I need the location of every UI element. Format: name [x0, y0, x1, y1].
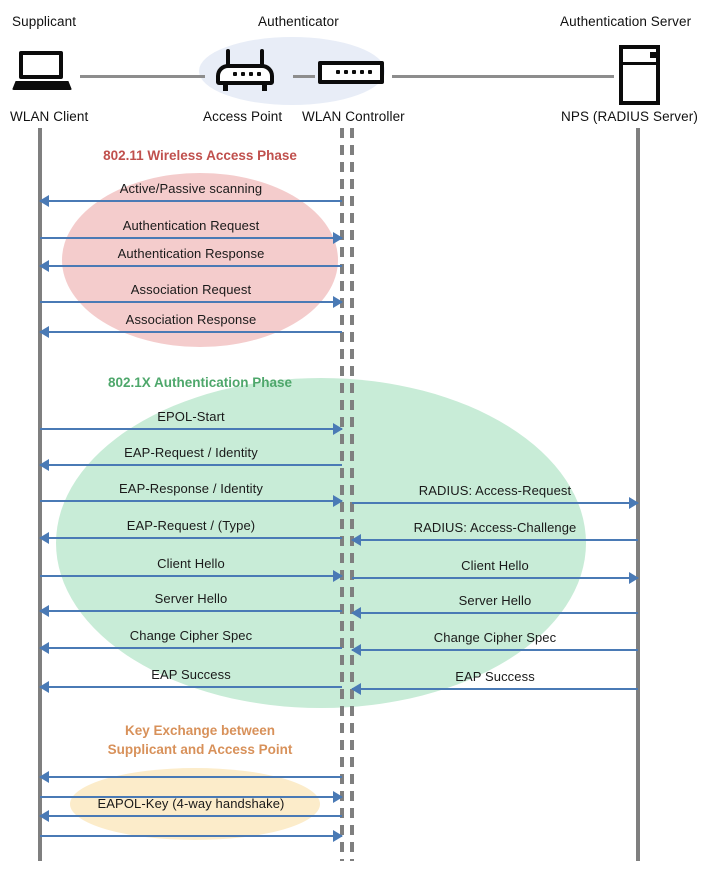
message-label: EPOL-Start: [157, 409, 225, 424]
arrow-shaft: [352, 688, 638, 690]
role-label-auth-server: Authentication Server: [560, 14, 692, 29]
message-label: EAPOL-Key (4-way handshake): [97, 796, 285, 811]
arrow-head-left-icon: [39, 605, 49, 617]
arrow-shaft: [40, 815, 342, 817]
arrow-head-right-icon: [333, 232, 343, 244]
wireless-router-icon: [216, 49, 274, 91]
arrow-head-left-icon: [351, 607, 361, 619]
arrow-head-right-icon: [629, 497, 639, 509]
arrow-shaft: [40, 686, 342, 688]
network-switch-icon: [318, 61, 384, 84]
arrow-head-right-icon: [333, 570, 343, 582]
arrow-shaft: [40, 464, 342, 466]
arrow-shaft: [352, 577, 638, 579]
node-label-wlan-controller: WLAN Controller: [302, 109, 405, 124]
arrow-head-right-icon: [629, 572, 639, 584]
message-label: Client Hello: [157, 556, 225, 571]
arrow-head-left-icon: [39, 260, 49, 272]
arrow-shaft: [352, 612, 638, 614]
link-controller-to-nps: [392, 75, 614, 78]
arrow-shaft: [40, 796, 342, 798]
link-ap-to-controller: [293, 75, 315, 78]
arrow-shaft: [40, 575, 342, 577]
arrow-head-right-icon: [333, 830, 343, 842]
arrow-head-left-icon: [351, 534, 361, 546]
phase-title-key-exchange: Key Exchange between Supplicant and Acce…: [107, 723, 293, 757]
lifeline-auth-server: [636, 128, 640, 861]
arrow-head-left-icon: [351, 683, 361, 695]
message-label: Association Request: [130, 282, 252, 297]
arrow-shaft: [40, 200, 342, 202]
arrow-head-right-icon: [333, 495, 343, 507]
radius-message-label: Change Cipher Spec: [433, 630, 557, 645]
arrow-shaft: [40, 647, 342, 649]
arrow-head-left-icon: [39, 642, 49, 654]
arrow-shaft: [40, 331, 342, 333]
message-label: Server Hello: [154, 591, 228, 606]
node-label-wlan-client: WLAN Client: [10, 109, 89, 124]
role-label-authenticator: Authenticator: [258, 14, 339, 29]
phase-title-dot1x-auth: 802.1X Authentication Phase: [107, 375, 293, 390]
message-label: EAP Success: [151, 667, 231, 682]
radius-message-label: RADIUS: Access-Challenge: [413, 520, 577, 535]
link-client-to-ap: [80, 75, 205, 78]
radius-message-label: RADIUS: Access-Request: [418, 483, 572, 498]
arrow-head-left-icon: [351, 644, 361, 656]
server-rack-icon: [619, 45, 660, 105]
arrow-head-left-icon: [39, 326, 49, 338]
radius-message-label: Client Hello: [461, 558, 529, 573]
message-label: EAP-Request / Identity: [124, 445, 258, 460]
arrow-head-left-icon: [39, 195, 49, 207]
lifeline-wlan-controller: [350, 128, 354, 861]
laptop-icon: [12, 51, 72, 91]
message-label: EAP-Response / Identity: [119, 481, 263, 496]
arrow-shaft: [40, 610, 342, 612]
message-label: Change Cipher Spec: [129, 628, 253, 643]
arrow-head-left-icon: [39, 771, 49, 783]
message-label: Authentication Request: [122, 218, 260, 233]
lifeline-access-point: [340, 128, 344, 861]
message-label: Active/Passive scanning: [119, 181, 263, 196]
arrow-shaft: [40, 500, 342, 502]
wireless-phase-blob: [62, 173, 338, 347]
arrow-shaft: [40, 265, 342, 267]
phase-title-wireless-access: 802.11 Wireless Access Phase: [103, 148, 297, 163]
arrow-head-left-icon: [39, 810, 49, 822]
message-label: EAP-Request / (Type): [126, 518, 256, 533]
arrow-shaft: [40, 237, 342, 239]
arrow-head-right-icon: [333, 423, 343, 435]
arrow-head-left-icon: [39, 532, 49, 544]
node-label-nps-server: NPS (RADIUS Server): [561, 109, 698, 124]
arrow-head-left-icon: [39, 681, 49, 693]
arrow-shaft: [352, 539, 638, 541]
arrow-head-left-icon: [39, 459, 49, 471]
arrow-shaft: [352, 502, 638, 504]
lifeline-supplicant: [38, 128, 42, 861]
message-label: Authentication Response: [117, 246, 265, 261]
arrow-shaft: [40, 776, 342, 778]
arrow-shaft: [40, 301, 342, 303]
arrow-shaft: [40, 835, 342, 837]
message-label: Association Response: [125, 312, 257, 327]
arrow-shaft: [352, 649, 638, 651]
node-label-access-point: Access Point: [203, 109, 283, 124]
radius-message-label: Server Hello: [458, 593, 532, 608]
arrow-head-right-icon: [333, 791, 343, 803]
arrow-shaft: [40, 428, 342, 430]
radius-message-label: EAP Success: [455, 669, 535, 684]
arrow-head-right-icon: [333, 296, 343, 308]
key-exchange-phase-blob: [70, 768, 320, 840]
arrow-shaft: [40, 537, 342, 539]
role-label-supplicant: Supplicant: [12, 14, 77, 29]
dot1x-phase-blob: [56, 378, 586, 708]
